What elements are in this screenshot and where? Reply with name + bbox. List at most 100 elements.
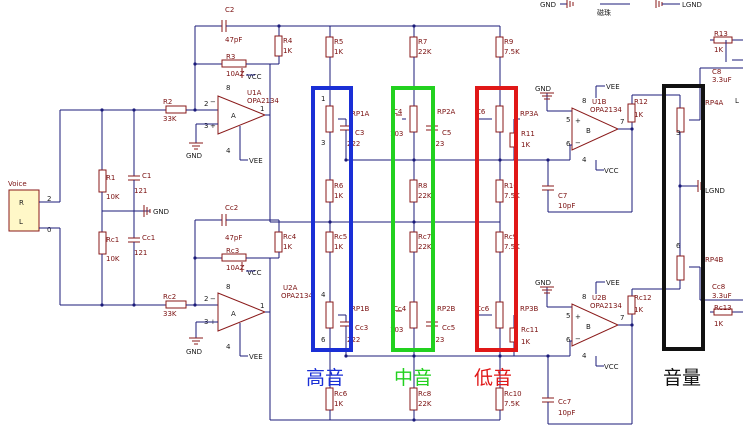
rc6-val: 1K <box>334 400 343 408</box>
rp1a-pin1: 1 <box>321 95 325 103</box>
cc1-ref: Cc1 <box>142 234 155 242</box>
rc8-val: 22K <box>418 400 432 408</box>
c6-ref: C6 <box>476 108 486 116</box>
connector-pin-r: R <box>19 199 24 207</box>
cc8-val: 3.3uF <box>712 292 732 300</box>
cc2-val: 47pF <box>225 234 242 242</box>
rp3a-ref: RP3A <box>520 110 539 118</box>
rc7-val: 22K <box>418 243 432 251</box>
u1a-p4: 4 <box>226 147 231 155</box>
c7-ref: C7 <box>558 192 567 200</box>
r6-ref: R6 <box>334 182 344 190</box>
rc4-val: 1K <box>283 243 292 251</box>
u1a-p8: 8 <box>226 84 230 92</box>
connector-title: Voice <box>8 180 27 188</box>
cc3-ref: Cc3 <box>355 324 368 332</box>
u2b-p4: 4 <box>582 352 587 360</box>
rc2-val: 33K <box>163 310 177 318</box>
bass-caption: 低音 <box>474 367 512 389</box>
vcc-label-u1a: VCC <box>247 73 262 81</box>
c3-val: 222 <box>347 140 360 148</box>
gnd-label-u2a: GND <box>186 348 202 356</box>
bead-label: 磁珠 <box>597 8 611 17</box>
r3-val: 10AZ <box>226 70 245 78</box>
r1-ref: R1 <box>106 174 115 182</box>
cc2-ref: Cc2 <box>225 204 238 212</box>
u1a-p2: 2 <box>204 100 208 108</box>
bottom-input-stage: Rc2 33K Cc2 47pF Rc3 10AZ VCC Rc4 1K A U… <box>160 204 330 421</box>
u2b-p8: 8 <box>582 293 586 301</box>
lgnd-label-top: LGND <box>682 1 702 9</box>
cc3-val: 222 <box>347 336 360 344</box>
edge-l-label: L <box>735 97 739 105</box>
connector-pin-2: 2 <box>47 195 51 203</box>
volume-caption: 音量 <box>663 367 701 389</box>
rp1b-ref: RP1B <box>351 305 370 313</box>
u2a-unit: A <box>231 310 236 318</box>
u2a-p8: 8 <box>226 283 230 291</box>
c8-ref: C8 <box>712 68 721 76</box>
rc11-ref: Rc11 <box>521 326 539 334</box>
cc5-ref: Cc5 <box>442 324 455 332</box>
r13-val: 1K <box>714 46 723 54</box>
rp4a-ref: RP4A <box>705 99 724 107</box>
rc13-val: 1K <box>714 320 723 328</box>
r8-val: 22K <box>418 192 432 200</box>
cc5-val: 223 <box>431 336 444 344</box>
u1b-unit: B <box>586 127 591 135</box>
lgnd-label-volume: LGND <box>705 187 725 195</box>
rc4-ref: Rc4 <box>283 233 297 241</box>
top-right-fragment: GND 磁珠 LGND <box>540 0 702 17</box>
rc7-ref: Rc7 <box>418 233 431 241</box>
svg-text:+: + <box>575 117 581 125</box>
cc7-ref: Cc7 <box>558 398 571 406</box>
svg-text:+: + <box>575 313 581 321</box>
r2-ref: R2 <box>163 98 172 106</box>
c7-val: 10pF <box>558 202 575 210</box>
vcc-label-u2a: VCC <box>247 269 262 277</box>
u2a-p1: 1 <box>260 302 264 310</box>
u2b-p5: 5 <box>566 312 570 320</box>
r9-ref: R9 <box>504 38 513 46</box>
rp1b-pin6: 6 <box>321 336 326 344</box>
rc3-val: 10AZ <box>226 264 245 272</box>
input-connector: Voice R L 2 0 <box>8 180 60 234</box>
gnd-label-u2b: GND <box>535 279 551 287</box>
u2a-p4: 4 <box>226 343 231 351</box>
r12-val: 1K <box>634 111 643 119</box>
r10-ref: R10 <box>504 182 518 190</box>
connector-pin-l: L <box>19 218 23 226</box>
c1-val: 121 <box>134 187 147 195</box>
cc6-ref: Cc6 <box>476 305 490 313</box>
svg-text:−: − <box>575 335 581 343</box>
connector-pin-0: 0 <box>47 226 51 234</box>
vee-label-u2b: VEE <box>606 279 620 287</box>
cc1-val: 121 <box>134 249 147 257</box>
rp4b-pin6: 6 <box>676 242 681 250</box>
r9-val: 7.5K <box>504 48 520 56</box>
c5-val: 223 <box>431 140 444 148</box>
r12-ref: R12 <box>634 98 648 106</box>
c4-ref: C4 <box>393 108 403 116</box>
rc5-val: 1K <box>334 243 343 251</box>
u2b-unit: B <box>586 323 591 331</box>
mid-caption: 中音 <box>394 367 432 389</box>
rc13-ref: Rc13 <box>714 304 732 312</box>
input-network: R1 10K Rc1 10K C1 121 Cc1 121 GND <box>59 108 169 307</box>
c4-val: 103 <box>390 130 403 138</box>
r10-val: 7.5K <box>504 192 520 200</box>
volume-section: RP4A 3 LGND 6 RP4B R13 1K C8 3.3uF L Cc8… <box>676 30 743 328</box>
u1a-ref: U1A <box>247 89 262 97</box>
volume-box <box>662 84 705 351</box>
rp2a-ref: RP2A <box>437 108 456 116</box>
gnd-label-mid: GND <box>153 208 169 216</box>
rc9-val: 7.5K <box>504 243 520 251</box>
u2b-p6: 6 <box>566 336 571 344</box>
r11-ref: R11 <box>521 130 535 138</box>
gnd-label-u1a: GND <box>186 152 202 160</box>
rc10-val: 7.5K <box>504 400 520 408</box>
gnd-label-top: GND <box>540 1 556 9</box>
vee-label-u1b: VEE <box>606 83 620 91</box>
